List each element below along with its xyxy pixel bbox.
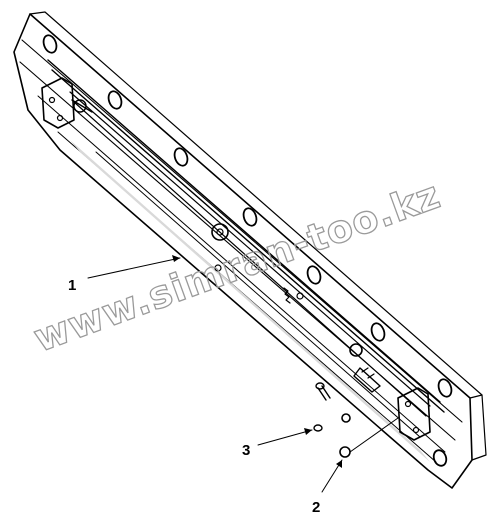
loose-hardware — [313, 382, 399, 458]
washer — [313, 424, 323, 432]
callout-1: 1 — [68, 277, 76, 294]
left-bracket — [41, 77, 93, 129]
right-bracket — [397, 387, 431, 441]
callout-3: 3 — [242, 442, 250, 459]
valve — [349, 343, 381, 393]
callout-2: 2 — [312, 499, 320, 516]
beam-assembly — [13, 11, 487, 489]
center-fitting — [211, 223, 229, 241]
nut — [339, 446, 351, 458]
callout-leaders — [87, 255, 343, 493]
